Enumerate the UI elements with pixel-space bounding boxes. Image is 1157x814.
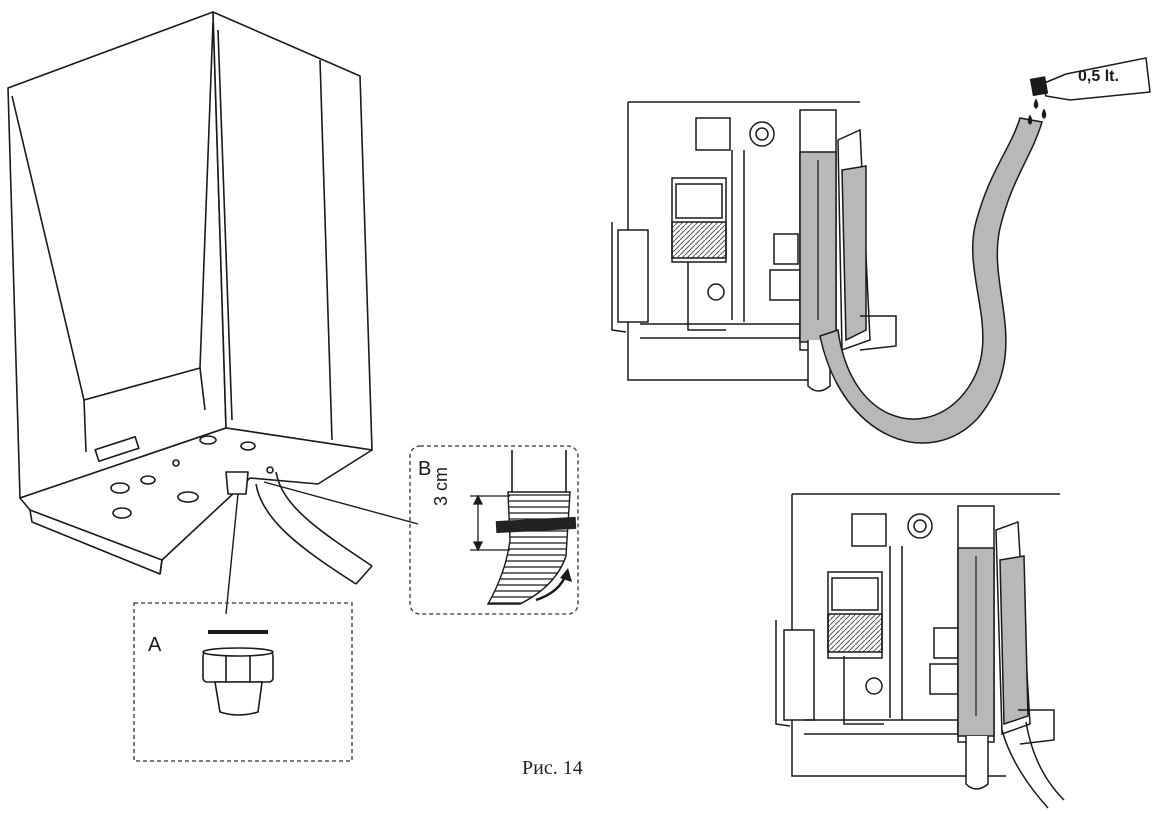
detail-a-label: A xyxy=(148,634,162,656)
bottle xyxy=(1041,57,1151,101)
drain-hose xyxy=(255,483,357,585)
boiler-side-panel xyxy=(212,11,373,451)
volume-label: 0,5 lt. xyxy=(1078,68,1119,85)
leader-lines xyxy=(225,481,419,615)
internal-view-top xyxy=(611,57,1151,444)
filling-hose xyxy=(819,117,1043,444)
brand-plate xyxy=(94,436,140,462)
dimension-arrow xyxy=(470,494,510,552)
measurement-label: 3 cm xyxy=(431,466,451,506)
boiler-unit xyxy=(7,11,373,585)
boiler-front-panel xyxy=(7,11,227,499)
figure-caption: Рис. 14 xyxy=(522,757,583,779)
detail-b-box xyxy=(409,445,579,615)
internal-view-bottom xyxy=(775,493,1065,809)
detail-b-label: B xyxy=(418,458,432,480)
condensate-trap-fitting xyxy=(225,471,249,495)
drain-hose xyxy=(1001,721,1065,809)
trap-nut xyxy=(202,647,274,716)
seal-band xyxy=(495,516,577,534)
detail-a-box xyxy=(133,602,353,762)
water-drops xyxy=(1027,98,1047,125)
